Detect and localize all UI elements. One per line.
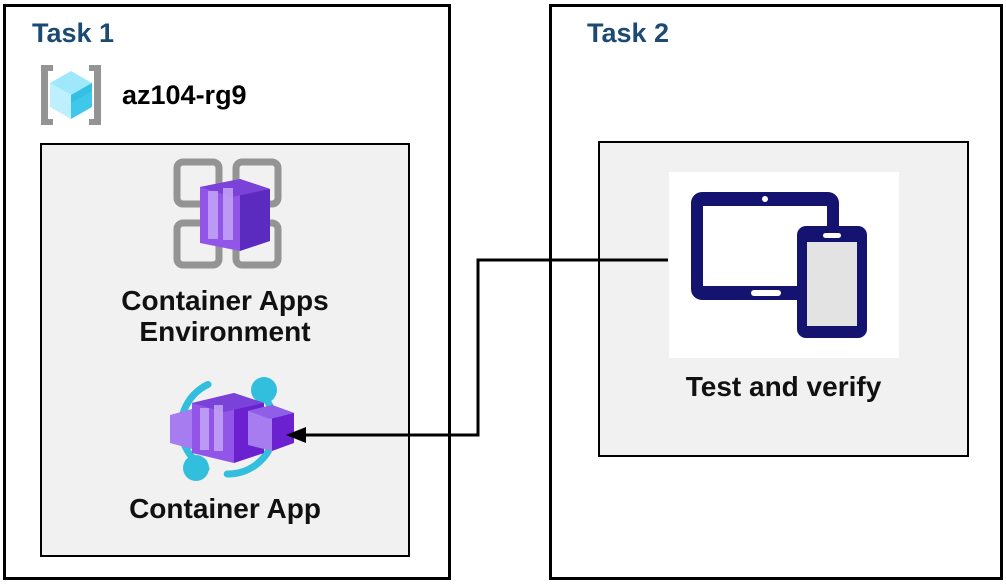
container-apps-environment-icon	[170, 155, 285, 273]
task-2-title: Task 2	[587, 18, 670, 48]
task-1-title: Task 1	[32, 18, 115, 48]
container-apps-environment-label: Container Apps Environment	[121, 285, 329, 348]
container-app-icon	[148, 367, 308, 487]
resource-group-row: az104-rg9	[34, 62, 247, 128]
resource-group-label: az104-rg9	[122, 79, 247, 110]
test-and-verify-label: Test and verify	[685, 371, 882, 402]
test-and-verify-devices-icon	[687, 188, 883, 348]
container-app-label: Container App	[129, 493, 321, 524]
test-and-verify-icon-plate	[669, 172, 899, 358]
resource-group-icon	[34, 62, 108, 128]
test-and-verify-box: Test and verify	[598, 141, 969, 457]
container-apps-environment-box: Container Apps Environment	[40, 143, 410, 557]
